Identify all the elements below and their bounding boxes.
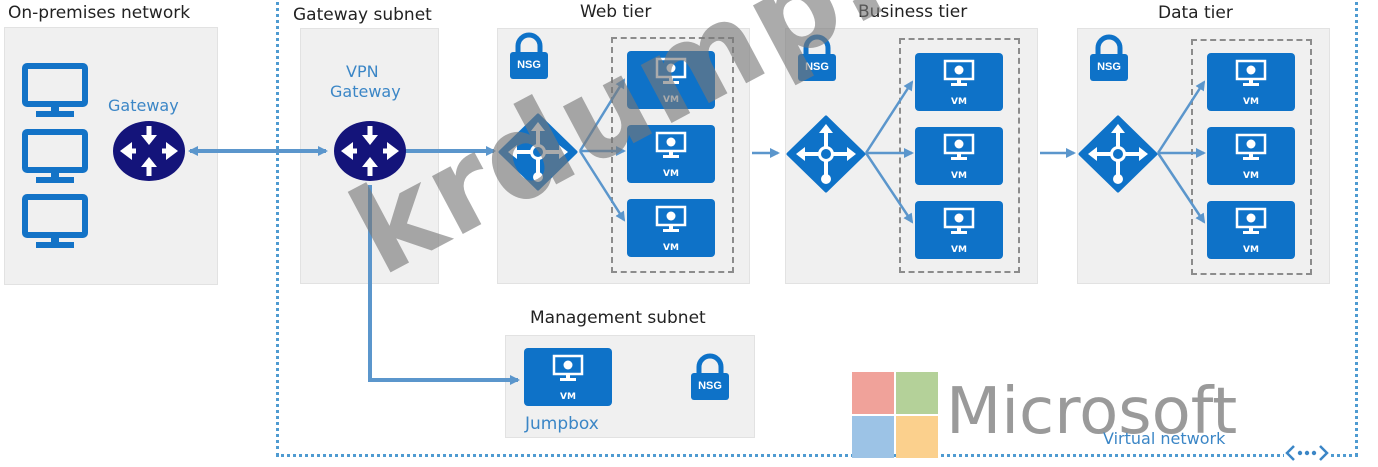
vm-monitor-icon [1235,207,1267,234]
gateway-subnet-title: Gateway subnet [293,5,432,25]
lock-icon [1090,34,1128,81]
monitor-icon [22,194,88,248]
business-vm-3: VM [915,201,1003,259]
router-icon [113,121,185,181]
web-vm-2: VM [627,125,715,183]
web-vm-3: VM [627,199,715,257]
vpn-gateway-label-line2: Gateway [330,82,401,101]
web-vm-1: VM [627,51,715,109]
microsoft-wordmark: Microsoft [946,375,1238,449]
vm-monitor-icon [655,131,687,158]
vm-monitor-icon [943,133,975,160]
data-vm-1: VM [1207,53,1295,111]
jumpbox-vm: VM [524,348,612,406]
logo-square-yellow [896,416,938,458]
management-subnet-title: Management subnet [530,308,706,328]
logo-square-red [852,372,894,414]
virtual-network-label: Virtual network [1103,429,1226,448]
vpn-gateway-label-line1: VPN [346,62,379,81]
data-lb-to-vm3 [1156,152,1206,224]
data-vm-2: VM [1207,127,1295,185]
data-lb-to-vm1 [1156,80,1206,154]
business-tier-vm-group [899,38,1020,273]
lock-icon [510,32,548,79]
business-vm-2: VM [915,127,1003,185]
business-tier-nsg: NSG [797,34,837,82]
biz-lb-to-vm3 [864,152,914,224]
vm-monitor-icon [1235,133,1267,160]
monitor-icon [22,129,88,183]
biz-lb-to-vm1 [864,80,914,154]
vm-monitor-icon [943,207,975,234]
load-balancer-icon [498,113,578,191]
gateway-label: Gateway [108,96,179,115]
web-lb-to-vm3 [578,150,626,222]
vpn-gateway-router-icon [334,121,406,181]
monitor-icon [22,63,88,117]
data-vm-3: VM [1207,201,1295,259]
web-lb-to-vm1 [578,78,626,152]
data-tier-vm-group [1191,39,1312,275]
business-vm-1: VM [915,53,1003,111]
logo-square-blue [852,416,894,458]
lock-icon [798,34,836,81]
virtual-network-boundary [276,0,1358,457]
vm-monitor-icon [1235,59,1267,86]
on-premises-title: On-premises network [8,3,191,23]
microsoft-logo [852,372,940,460]
web-tier-nsg: NSG [509,32,549,80]
vm-monitor-icon [943,59,975,86]
load-balancer-icon [786,115,866,193]
vm-monitor-icon [655,205,687,232]
jumpbox-label: Jumpbox [525,414,599,434]
data-tier-nsg: NSG [1089,34,1129,82]
web-tier-vm-group [611,37,734,273]
load-balancer-icon [1078,115,1158,193]
web-tier-title: Web tier [580,2,652,22]
business-tier-title: Business tier [858,2,968,22]
vm-monitor-icon [655,57,687,84]
management-nsg: NSG [690,353,730,401]
vpn-to-jumpbox-link [368,185,520,385]
vnet-icon [1284,443,1330,463]
vm-monitor-icon [552,354,584,381]
data-tier-title: Data tier [1158,3,1233,23]
logo-square-green [896,372,938,414]
lock-icon [691,353,729,400]
